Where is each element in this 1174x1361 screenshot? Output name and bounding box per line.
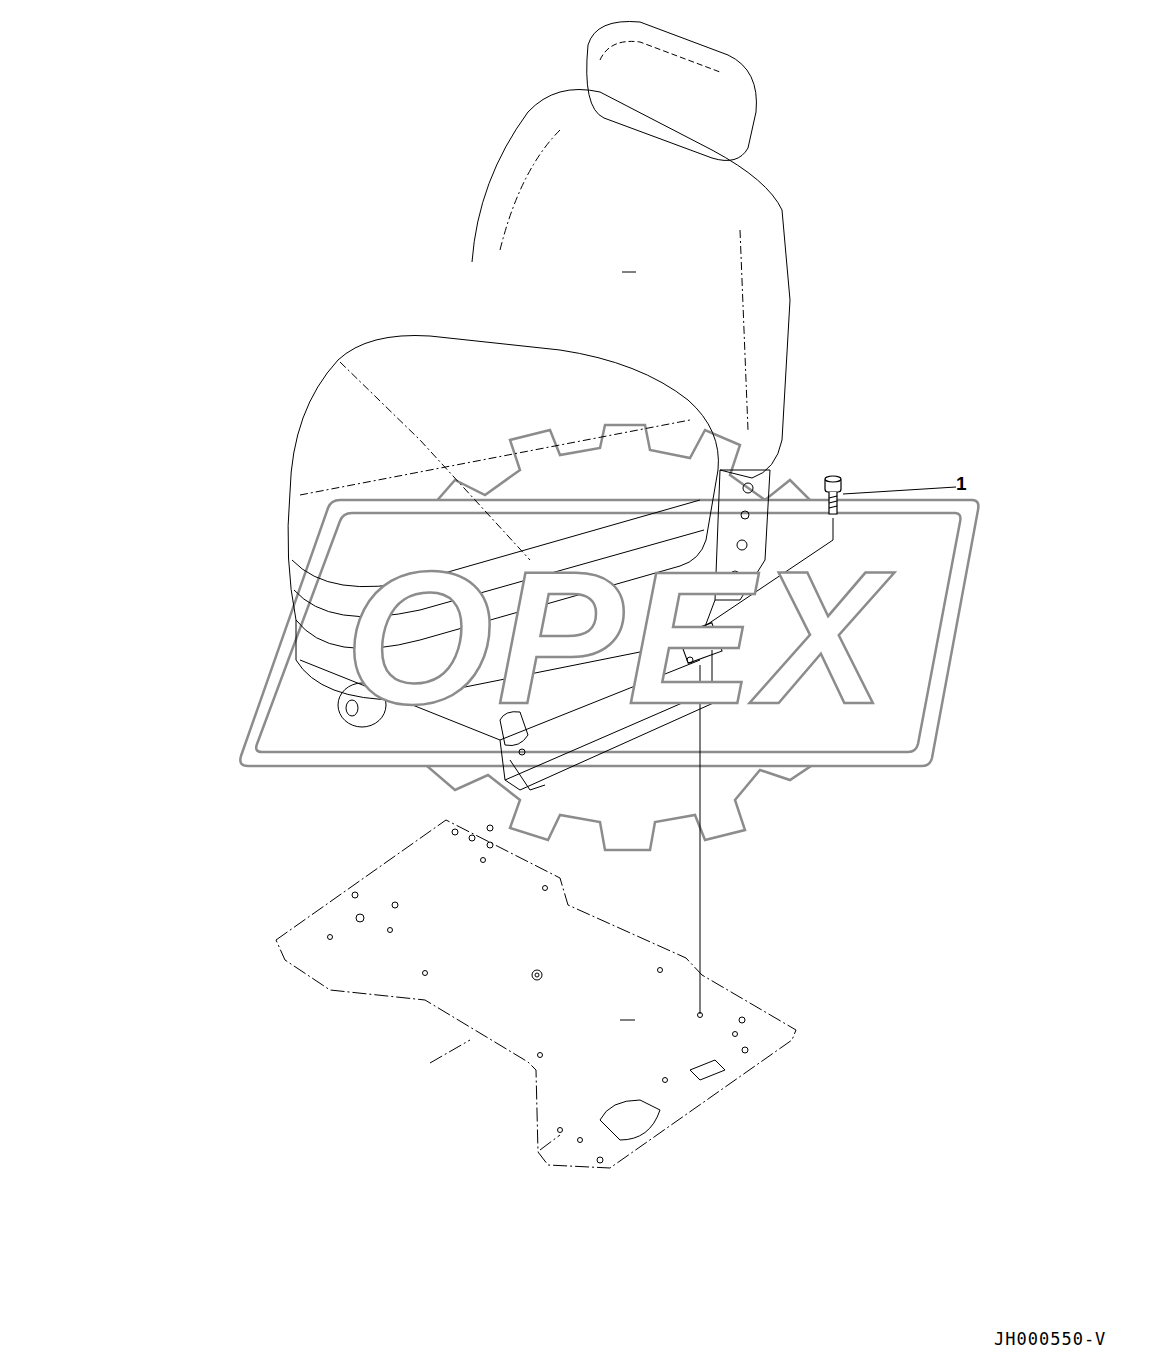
bolt-symbol [825,476,841,514]
watermark-text: OPEX [345,542,889,732]
floor-plate [276,820,796,1168]
callout-number: 1 [956,473,967,495]
watermark-plate [240,500,978,766]
plate-holes [328,825,749,1163]
drawing-code: JH000550-V [994,1328,1106,1350]
